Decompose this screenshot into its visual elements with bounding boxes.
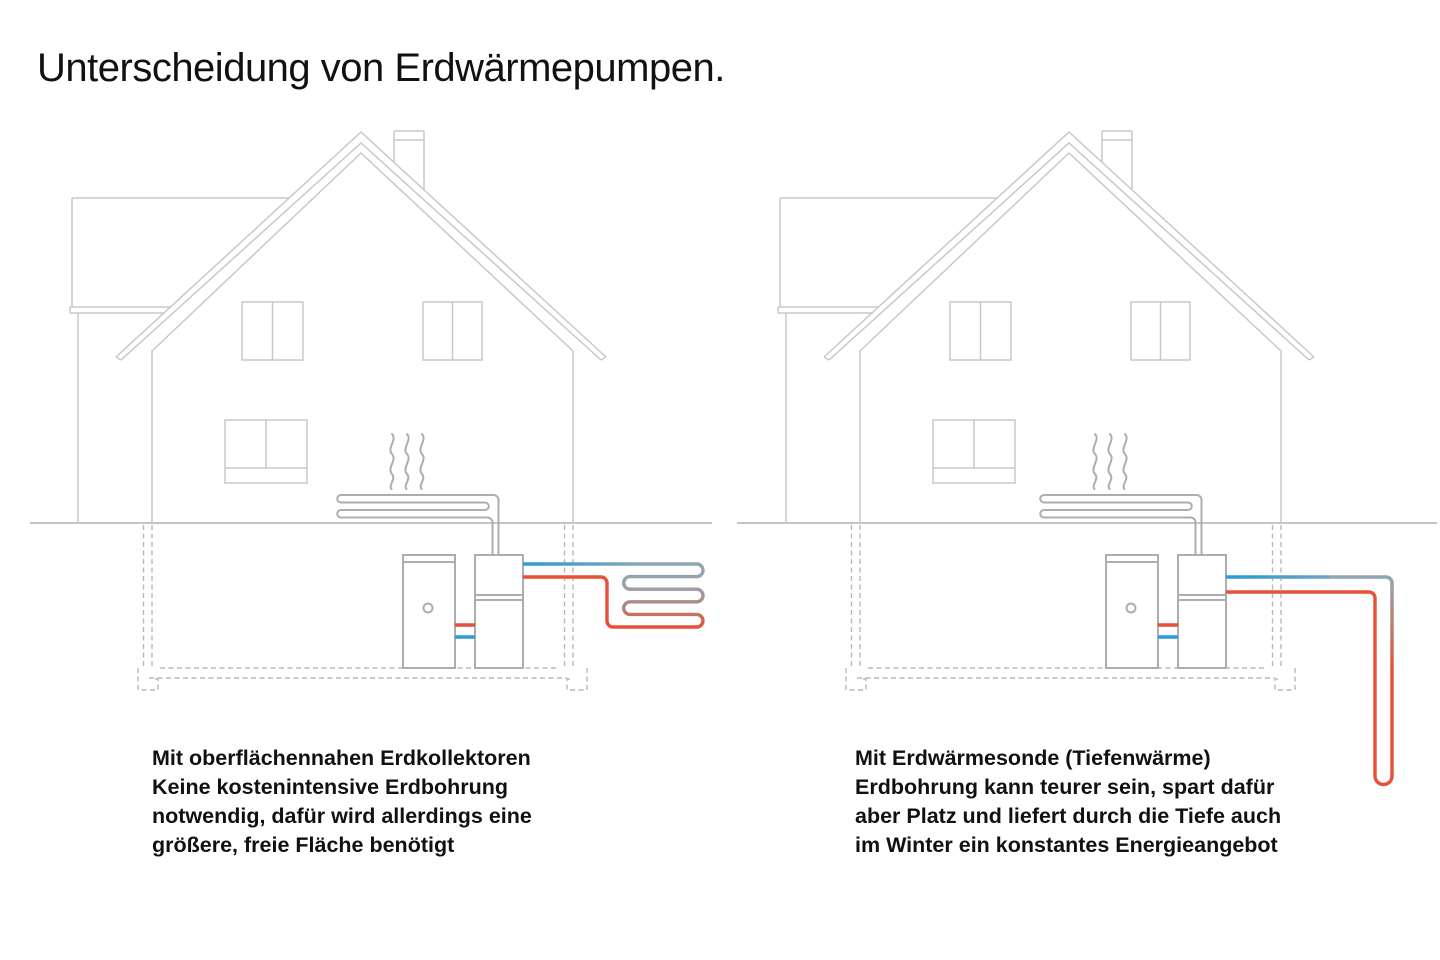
page-title: Unterscheidung von Erdwärmepumpen. xyxy=(37,46,725,90)
caption-line: Mit oberflächennahen Erdkollektoren xyxy=(152,746,531,770)
house-illustration-left xyxy=(69,130,607,691)
caption-line: notwendig, dafür wird allerdings eine xyxy=(152,804,532,828)
caption-erdkollektor: Mit oberflächennahen Erdkollektoren Kein… xyxy=(152,744,672,860)
caption-erdwaermesonde: Mit Erdwärmesonde (Tiefenwärme) Erdbohru… xyxy=(855,744,1375,860)
caption-line: aber Platz und liefert durch die Tiefe a… xyxy=(855,804,1282,828)
borehole-probe-pipes xyxy=(1226,575,1394,787)
caption-line: Mit Erdwärmesonde (Tiefenwärme) xyxy=(855,746,1211,770)
diagram-erdkollektor xyxy=(30,130,712,691)
collector-coil-pipes xyxy=(523,562,705,629)
caption-line: Keine kostenintensive Erdbohrung xyxy=(152,775,508,799)
house-illustration-right xyxy=(777,130,1315,691)
caption-line: im Winter ein konstantes Energieangebot xyxy=(855,833,1278,857)
diagram-erdwaermesonde xyxy=(737,130,1437,787)
caption-line: größere, freie Fläche benötigt xyxy=(152,833,455,857)
caption-line: Erdbohrung kann teurer sein, spart dafür xyxy=(855,775,1275,799)
